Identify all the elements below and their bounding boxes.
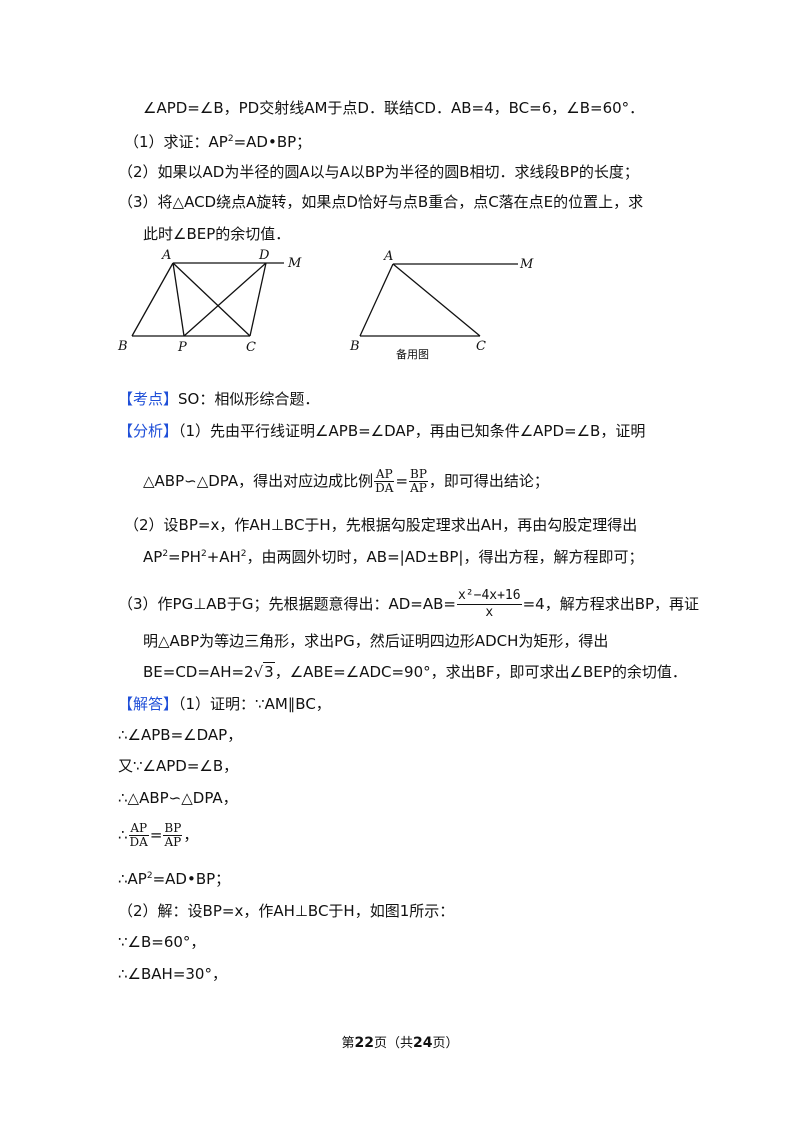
fig1-label-A: A [161,248,171,263]
fig2-label-C: C [476,339,486,354]
fig1-line-AP [172,262,185,337]
question-3-line-b: 此时∠BEP的余切值． [143,225,291,243]
figure-2: A M B C 备用图 [349,249,534,361]
fenxi-l2-eq: = [395,472,409,490]
question-1: （1）求证：AP2=AD•BP； [124,132,311,152]
fenxi-line-6: 明△ABP为等边三角形，求出PG，然后证明四边形ADCH为矩形，得出 [143,632,609,650]
question-3-line-a: （3）将△ACD绕点A旋转，如果点D恰好与点B重合，点C落在点E的位置上，求 [118,193,644,211]
page-total: 24 [413,1035,433,1051]
sqrt-3: √3 [253,662,275,681]
q1-pre: （1）求证：AP [124,133,228,151]
fig1-label-B: B [117,339,128,354]
fenxi-tag: 【分析】 [118,422,179,440]
jieda-line-8: ∵∠B=60°， [118,933,206,951]
kaodian-line: 【考点】SO：相似形综合题． [118,389,319,409]
fig1-line-DC [249,262,267,337]
question-2: （2）如果以AD为半径的圆A以与A以BP为半径的圆B相切．求线段BP的长度； [118,163,639,181]
page-footer: 第22页（共24页） [341,1035,459,1051]
fig1-line-PD [183,262,267,337]
fig1-label-D: D [258,248,270,263]
jieda-line-9: ∴∠BAH=30°， [118,965,227,983]
fig1-label-P: P [177,340,187,355]
fig1-label-M: M [287,256,302,271]
fig2-line-AB [359,263,394,337]
figure-1: A D M B P C [117,248,302,355]
q1-sup: 2 [227,134,234,144]
fenxi-l2-post: ，即可得出结论； [428,472,549,490]
fig2-line-AC [392,263,481,337]
fig1-line-AC [172,262,251,337]
fenxi-l1: （1）先由平行线证明∠APB=∠DAP，再由已知条件∠APD=∠B，证明 [178,422,646,440]
kaodian-text: SO：相似形综合题． [178,390,320,408]
page-number: 22 [354,1035,374,1051]
jieda-line-1: 【解答】（1）证明：∵AM∥BC， [118,695,331,713]
jieda-tag: 【解答】 [118,695,179,713]
jieda-line-7: （2）解：设BP=x，作AH⊥BC于H，如图1所示： [118,902,455,920]
kaodian-tag: 【考点】 [118,390,179,408]
fenxi-line-1: 【分析】（1）先由平行线证明∠APB=∠DAP，再由已知条件∠APD=∠B，证明 [118,421,645,441]
fenxi-line-7: BE=CD=AH=2√3，∠ABE=∠ADC=90°，求出BF，即可求出∠BEP… [143,662,687,681]
jieda-line-3: 又∵∠APD=∠B， [118,757,239,775]
jieda-line-4: ∴△ABP∽△DPA， [118,789,238,807]
jieda-line-6: ∴AP2=AD•BP； [118,870,231,888]
fig2-label-A: A [383,249,393,264]
jieda-line-2: ∴∠APB=∠DAP， [118,726,243,744]
fig2-label-M: M [519,257,534,272]
fig2-caption: 备用图 [396,347,429,361]
problem-line-0: ∠APD=∠B，PD交射线AM于点D．联结CD．AB=4，BC=6，∠B=60°… [143,99,645,117]
q1-post: =AD•BP； [233,133,312,151]
fenxi-line-4: AP2=PH2+AH2，由两圆外切时，AB=|AD±BP|，得出方程，解方程即可… [143,548,644,566]
fig1-line-AB [131,262,174,337]
fenxi-l2-pre: △ABP∽△DPA，得出对应边成比例 [143,472,374,490]
fig1-label-C: C [246,340,256,355]
fig2-label-B: B [349,339,360,354]
fenxi-line-3: （2）设BP=x，作AH⊥BC于H，先根据勾股定理求出AH，再由勾股定理得出 [124,516,638,534]
